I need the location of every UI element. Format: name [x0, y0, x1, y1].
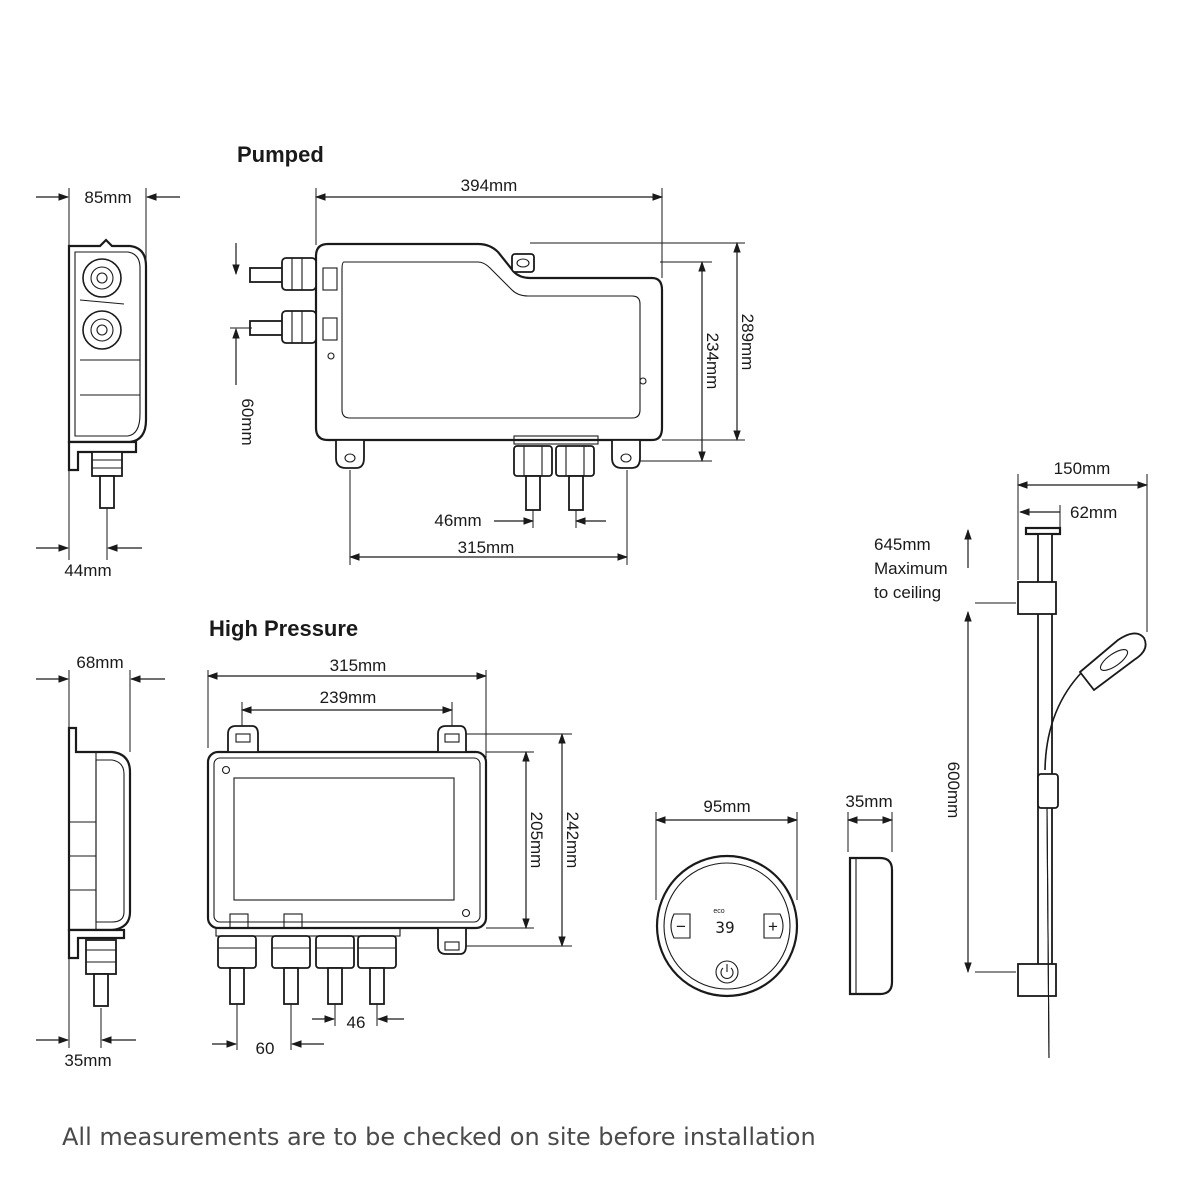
hp-bracket-spacing-label: 239mm — [320, 688, 377, 707]
hp-side-depth-label: 68mm — [76, 653, 123, 672]
riser-ceiling-line1: 645mm — [874, 535, 931, 554]
controller-depth-label: 35mm — [845, 792, 892, 811]
riser-height-label: 600mm — [944, 762, 963, 819]
high-pressure-title: High Pressure — [209, 616, 358, 641]
pumped-title: Pumped — [237, 142, 324, 167]
svg-text:−: − — [676, 917, 686, 936]
pumped-side-depth-label: 85mm — [84, 188, 131, 207]
pumped-outlet-spacing-label: 46mm — [434, 511, 481, 530]
pumped-inlet-spacing-label: 60mm — [238, 398, 257, 445]
pumped-side-view — [36, 188, 180, 560]
riser-ceiling-line2: Maximum — [874, 559, 948, 578]
pumped-height-outer-label: 289mm — [738, 314, 757, 371]
hp-outlet-spacing-b-label: 46 — [347, 1013, 366, 1032]
pumped-bracket-spacing-label: 315mm — [458, 538, 515, 557]
pumped-width-label: 394mm — [461, 176, 518, 195]
pumped-height-inner-label: 234mm — [703, 333, 722, 390]
riser-width-label: 150mm — [1054, 459, 1111, 478]
riser-rail-view — [964, 474, 1149, 1059]
hp-outlet-spacing-a-label: 60 — [256, 1039, 275, 1058]
hp-height-outer-label: 242mm — [563, 812, 582, 869]
hp-height-inner-label: 205mm — [527, 812, 546, 869]
high-pressure-side-view — [36, 670, 165, 1048]
controller-diameter-label: 95mm — [703, 797, 750, 816]
hp-width-label: 315mm — [330, 656, 387, 675]
svg-text:+: + — [768, 917, 778, 936]
riser-offset-label: 62mm — [1070, 503, 1117, 522]
hp-side-bottom-label: 35mm — [64, 1051, 111, 1070]
riser-ceiling-line3: to ceiling — [874, 583, 941, 602]
controller-front-view: − + — [654, 812, 799, 998]
controller-temperature-display: 39 — [715, 918, 734, 937]
high-pressure-front-view — [206, 670, 572, 1050]
footer-note: All measurements are to be checked on si… — [62, 1123, 816, 1151]
pumped-front-view — [230, 188, 745, 565]
controller-side-view — [846, 812, 894, 996]
pumped-side-bottom-label: 44mm — [64, 561, 111, 580]
controller-eco-label: eco — [713, 908, 724, 915]
